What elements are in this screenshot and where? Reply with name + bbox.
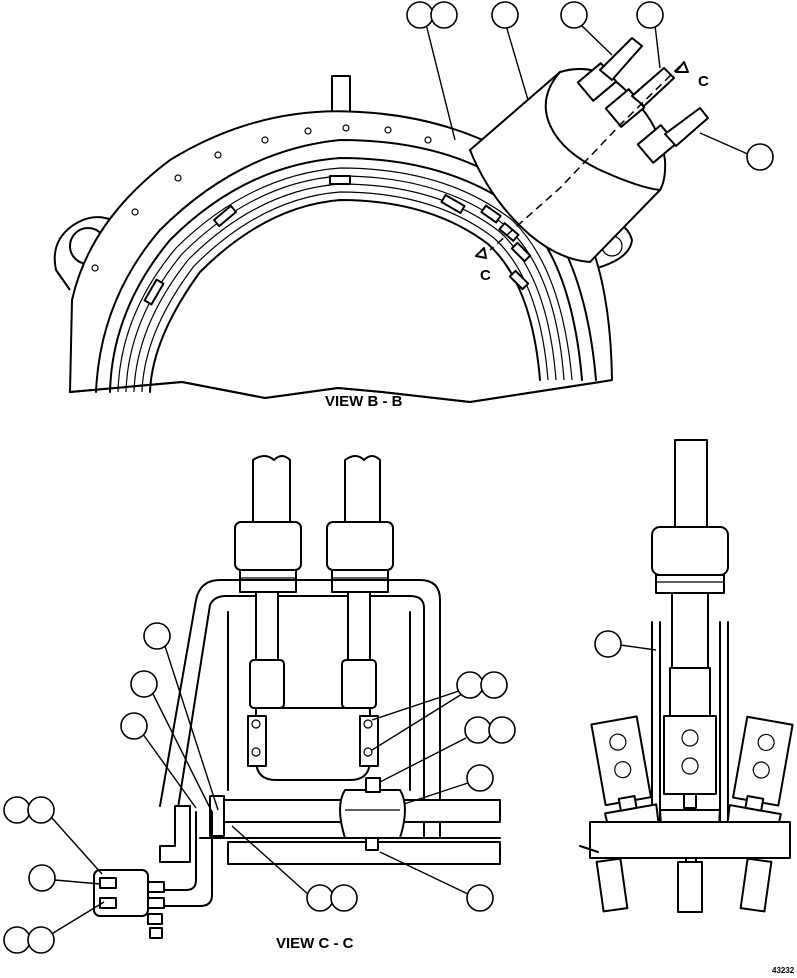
view-c-cables [252, 455, 381, 523]
section-line-c [475, 61, 689, 259]
view-c-caption: VIEW C - C [276, 935, 354, 952]
ring-cable-clamps [143, 175, 532, 306]
figure-code: 43232 [772, 966, 795, 975]
view-b-drawing: C C VIEW B - B [53, 1, 774, 410]
view-b-callouts [406, 1, 774, 171]
view-c-drawing: VIEW C - C [3, 455, 516, 954]
flange-bolt-holes [91, 124, 432, 272]
section-marker-c-top: C [698, 73, 709, 90]
section-marker-c-bottom: C [480, 267, 491, 284]
view-c-callouts [3, 622, 516, 954]
view-c-cable-boots [234, 521, 394, 593]
side-view-drawing [579, 439, 794, 913]
view-b-caption: VIEW B - B [325, 393, 403, 410]
cable-glands [576, 37, 709, 164]
view-c-left-clamp [93, 805, 213, 939]
view-c-conductors [247, 591, 379, 781]
view-c-base [199, 777, 501, 865]
view-c-frame [159, 579, 441, 839]
